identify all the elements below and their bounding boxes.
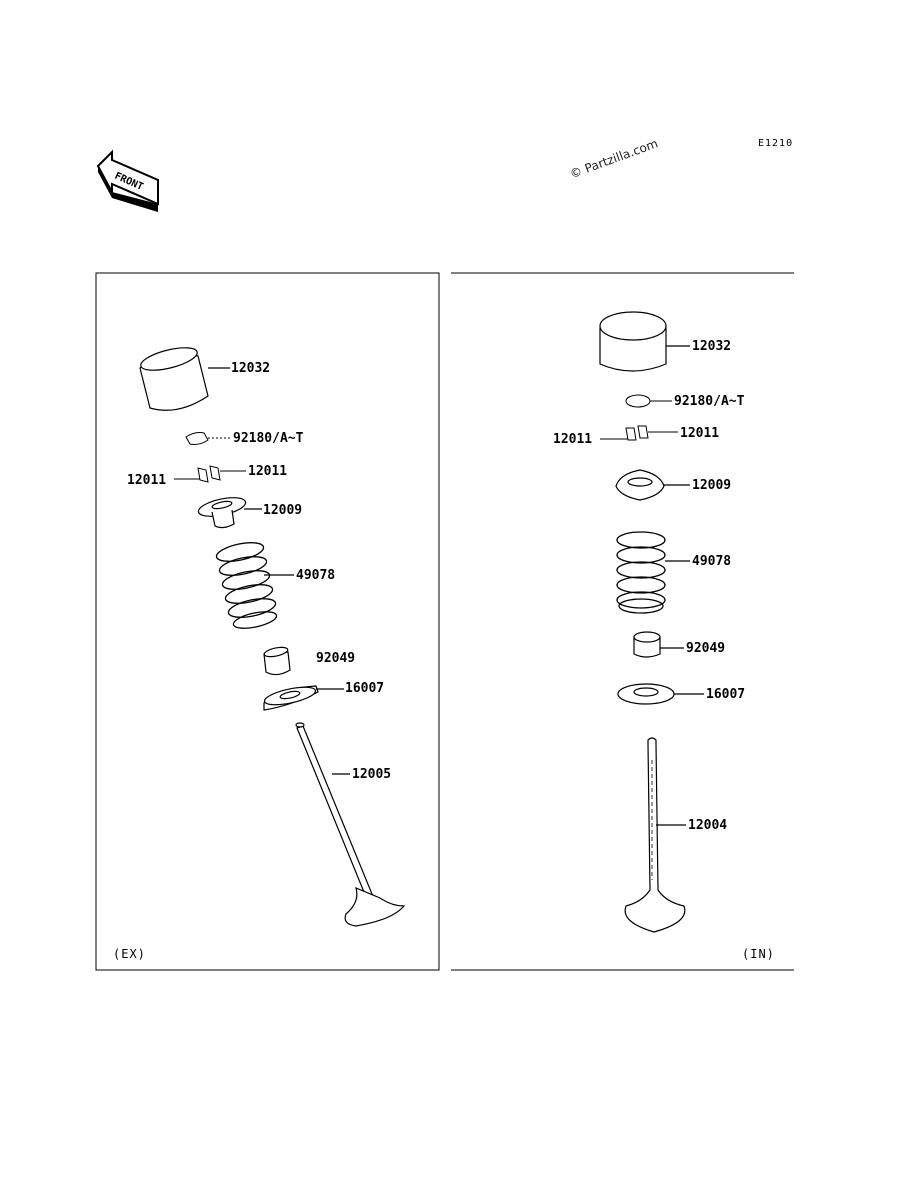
diagram-code: E1210 bbox=[758, 138, 794, 149]
in-tappet bbox=[599, 311, 690, 372]
in-retainer bbox=[615, 469, 690, 501]
ex-label-keeper-left[interactable]: 12011 bbox=[127, 473, 167, 488]
ex-label-spring[interactable]: 49078 bbox=[296, 568, 336, 583]
ex-label-spring-seat[interactable]: 16007 bbox=[345, 681, 385, 696]
ex-panel-tag: (EX) bbox=[113, 947, 146, 961]
in-label-retainer[interactable]: 12009 bbox=[692, 478, 732, 493]
in-keepers bbox=[600, 425, 678, 441]
in-label-keeper-left[interactable]: 12011 bbox=[553, 432, 593, 447]
intake-panel-frame bbox=[451, 272, 794, 971]
ex-shim bbox=[185, 432, 232, 445]
in-spring-seat bbox=[617, 683, 704, 705]
in-label-keeper-right[interactable]: 12011 bbox=[680, 426, 720, 441]
ex-label-keeper-right[interactable]: 12011 bbox=[248, 464, 288, 479]
in-label-valve[interactable]: 12004 bbox=[688, 818, 728, 833]
ex-label-tappet[interactable]: 12032 bbox=[231, 361, 271, 376]
ex-label-stem-seal[interactable]: 92049 bbox=[316, 651, 356, 666]
in-stem-seal bbox=[633, 631, 684, 658]
ex-label-shim[interactable]: 92180/A~T bbox=[233, 431, 304, 446]
in-label-spring[interactable]: 49078 bbox=[692, 554, 732, 569]
ex-spring bbox=[215, 542, 294, 629]
in-spring bbox=[616, 531, 690, 614]
ex-tappet bbox=[139, 347, 230, 411]
in-valve bbox=[624, 737, 686, 933]
ex-stem-seal bbox=[263, 646, 291, 676]
ex-spring-seat bbox=[263, 685, 344, 711]
in-panel-tag: (IN) bbox=[742, 947, 775, 961]
ex-keepers bbox=[174, 465, 246, 483]
ex-label-valve[interactable]: 12005 bbox=[352, 767, 392, 782]
in-label-spring-seat[interactable]: 16007 bbox=[706, 687, 746, 702]
ex-label-retainer[interactable]: 12009 bbox=[263, 503, 303, 518]
front-arrow-icon: FRONT bbox=[96, 149, 159, 212]
in-shim bbox=[625, 394, 672, 408]
ex-retainer bbox=[197, 497, 262, 529]
in-label-tappet[interactable]: 12032 bbox=[692, 339, 732, 354]
exhaust-panel-frame bbox=[95, 272, 440, 971]
ex-valve bbox=[295, 722, 406, 927]
in-label-stem-seal[interactable]: 92049 bbox=[686, 641, 726, 656]
in-label-shim[interactable]: 92180/A~T bbox=[674, 394, 745, 409]
